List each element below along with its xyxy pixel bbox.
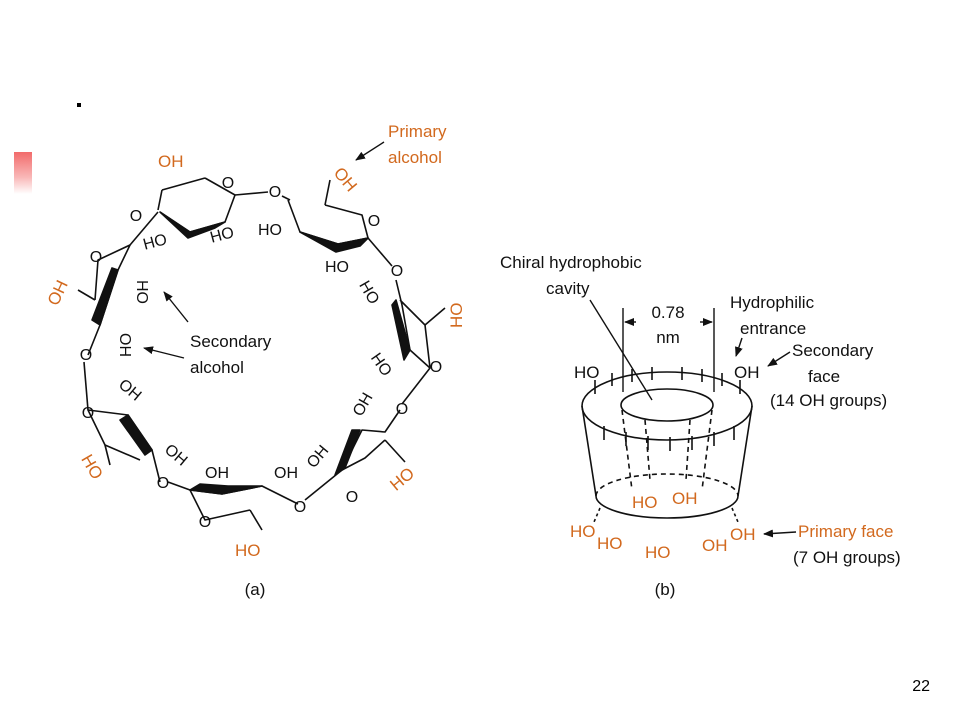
bottom-oh-label: OH: [730, 525, 756, 544]
bottom-oh-label: HO: [570, 522, 596, 541]
ring-oxygens: O O O O O O O O O O O O O O: [80, 175, 442, 531]
primary-alcohol-label: Primary: [388, 122, 447, 141]
cavity-label: Chiral hydrophobic: [500, 253, 642, 272]
glucose-unit-5: [189, 483, 299, 531]
secondary-oh-label: OH: [115, 376, 144, 404]
primary-oh-label: OH: [330, 164, 361, 196]
oxygen-label: O: [199, 514, 211, 531]
bullet-dot: [77, 103, 81, 107]
slide-accent-bar: [14, 152, 32, 194]
bottom-oh-label: HO: [597, 534, 623, 553]
primary-oh-label: OH: [44, 277, 72, 308]
oxygen-label: O: [80, 347, 92, 364]
primary-oh-label: OH: [158, 152, 184, 171]
diameter-unit: nm: [656, 328, 680, 347]
primary-face-arrow: [763, 529, 797, 538]
hydrophilic-label: entrance: [740, 319, 806, 338]
oxygen-label: O: [90, 249, 102, 266]
primary-face-label: (7 OH groups): [793, 548, 901, 567]
bottom-oh-label: HO: [645, 543, 671, 562]
hydrophilic-label: Hydrophilic: [730, 293, 815, 312]
oxygen-label: O: [130, 208, 142, 225]
primary-oh-label: HO: [386, 464, 418, 495]
glucose-unit-2: [287, 179, 369, 253]
bottom-oh-label: OH: [702, 536, 728, 555]
secondary-oh-label: OH: [205, 465, 229, 482]
oxygen-label: O: [222, 175, 234, 192]
glucose-unit-1: [157, 177, 236, 239]
secondary-alcohol-label: alcohol: [190, 358, 244, 377]
secondary-alcohol-label: Secondary: [190, 332, 272, 351]
cavity-pointer: [589, 299, 653, 401]
secondary-oh-label: OH: [274, 465, 298, 482]
oxygen-label: O: [294, 499, 306, 516]
oxygen-label: O: [82, 405, 94, 422]
diameter-marker: [622, 308, 715, 392]
top-oh-label: HO: [574, 363, 600, 382]
secondary-oh-label: HO: [367, 350, 395, 379]
inner-oh-label: OH: [672, 489, 698, 508]
panel-a-structure: [77, 177, 446, 531]
top-oh-label: OH: [734, 363, 760, 382]
oxygen-label: O: [269, 184, 281, 201]
secondary-face-arrow: [767, 351, 791, 367]
secondary-face-label: face: [808, 367, 840, 386]
glucose-unit-4: [334, 409, 406, 476]
oxygen-label: O: [346, 489, 358, 506]
inner-primary-oh: HO OH: [632, 489, 698, 512]
secondary-oh-label: OH: [116, 333, 133, 357]
glucose-unit-6: [87, 409, 161, 483]
hydrophilic-arrow: [735, 337, 743, 357]
secondary-oh-label: HO: [141, 231, 169, 254]
primary-face-label: Primary face: [798, 522, 893, 541]
oxygen-label: O: [157, 475, 169, 492]
secondary-oh-label: HO: [325, 259, 349, 276]
primary-oh-label: HO: [77, 451, 106, 483]
secondary-oh-label: HO: [355, 278, 382, 307]
panel-a-caption: (a): [245, 580, 266, 599]
glucose-unit-3: [391, 279, 446, 369]
secondary-face-label: Secondary: [792, 341, 874, 360]
primary-alcohol-callout: Primary alcohol: [355, 122, 447, 167]
primary-alcohol-label: alcohol: [388, 148, 442, 167]
cavity-label: cavity: [546, 279, 590, 298]
oxygen-label: O: [396, 401, 408, 418]
secondary-face-label: (14 OH groups): [770, 391, 887, 410]
oxygen-label: O: [430, 359, 442, 376]
primary-oh-label: HO: [235, 541, 261, 560]
page-number: 22: [912, 678, 930, 695]
secondary-oh-label: HO: [133, 280, 150, 304]
panel-b-cone: [581, 367, 753, 523]
oxygen-label: O: [391, 263, 403, 280]
glucose-unit-7: [77, 244, 131, 356]
panel-b-caption: (b): [655, 580, 676, 599]
secondary-oh-label: OH: [161, 441, 190, 469]
secondary-oh-label: OH: [304, 442, 332, 471]
diameter-value: 0.78: [651, 303, 684, 322]
secondary-oh-label: HO: [208, 224, 236, 247]
inner-oh-label: HO: [632, 493, 658, 512]
primary-oh-label: HO: [447, 303, 466, 329]
secondary-alcohol-callout: Secondary alcohol: [143, 291, 272, 377]
secondary-oh-label: OH: [350, 390, 377, 419]
secondary-oh-label: HO: [258, 222, 282, 239]
bottom-primary-oh: HO HO HO OH OH: [570, 522, 756, 562]
oxygen-label: O: [368, 213, 380, 230]
